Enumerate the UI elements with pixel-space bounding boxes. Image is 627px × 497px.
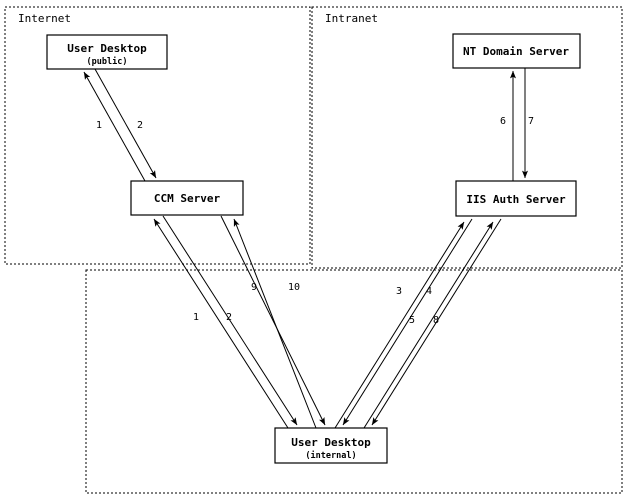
- step-label-6: 6: [500, 116, 506, 127]
- flow-5-line: [371, 218, 502, 426]
- flow-2-line: [94, 68, 157, 179]
- ccm-server-title: CCM Server: [154, 192, 221, 205]
- user-desktop-internal-box[interactable]: [274, 427, 388, 464]
- zone-corporate-border: [85, 269, 623, 494]
- step-label-1: 1: [96, 120, 102, 131]
- node-user-desktop-public[interactable]: User Desktop (public): [46, 34, 168, 70]
- zone-intranet-label: Intranet: [325, 12, 378, 25]
- nt-domain-server-box[interactable]: [452, 33, 581, 69]
- ccm-server-box[interactable]: [130, 180, 244, 216]
- step-label-8: 8: [433, 315, 439, 326]
- user-desktop-public-title: User Desktop: [67, 42, 147, 55]
- zone-corporate: [85, 269, 623, 494]
- node-user-desktop-internal[interactable]: User Desktop (internal): [274, 427, 388, 464]
- iis-auth-server-box[interactable]: [455, 180, 577, 217]
- flow-9-line: [220, 215, 326, 426]
- step-label-7: 7: [528, 116, 534, 127]
- user-desktop-internal-title: User Desktop: [291, 436, 371, 449]
- iis-auth-server-title: IIS Auth Server: [466, 193, 566, 206]
- step-label-2b: 2: [226, 312, 232, 323]
- zone-intranet-border: [311, 6, 623, 269]
- node-nt-domain-server[interactable]: NT Domain Server: [452, 33, 581, 69]
- step-label-9: 9: [251, 282, 257, 293]
- user-desktop-public-box[interactable]: [46, 34, 168, 70]
- node-iis-auth-server[interactable]: IIS Auth Server: [455, 180, 577, 217]
- flow-10-line: [233, 218, 317, 429]
- flow-3-line: [342, 218, 473, 426]
- user-desktop-internal-subtitle: (internal): [305, 450, 356, 461]
- step-label-4: 4: [426, 286, 432, 297]
- zone-intranet: Intranet: [311, 6, 623, 269]
- zone-internet-border: [4, 6, 311, 265]
- flow-1b-line: [162, 215, 298, 426]
- zone-internet-label: Internet: [18, 12, 71, 25]
- flow-8-line: [363, 221, 494, 429]
- flow-2b-line: [153, 218, 289, 429]
- step-label-10: 10: [288, 282, 300, 293]
- step-label-3: 3: [396, 286, 402, 297]
- flow-4-line: [334, 221, 465, 429]
- node-ccm-server[interactable]: CCM Server: [130, 180, 244, 216]
- nt-domain-server-title: NT Domain Server: [463, 45, 569, 58]
- flow-1-line: [83, 71, 146, 182]
- zone-internet: Internet: [4, 6, 311, 265]
- step-label-5: 5: [409, 315, 415, 326]
- step-label-1b: 1: [193, 312, 199, 323]
- user-desktop-public-subtitle: (public): [87, 56, 128, 67]
- step-label-2: 2: [137, 120, 143, 131]
